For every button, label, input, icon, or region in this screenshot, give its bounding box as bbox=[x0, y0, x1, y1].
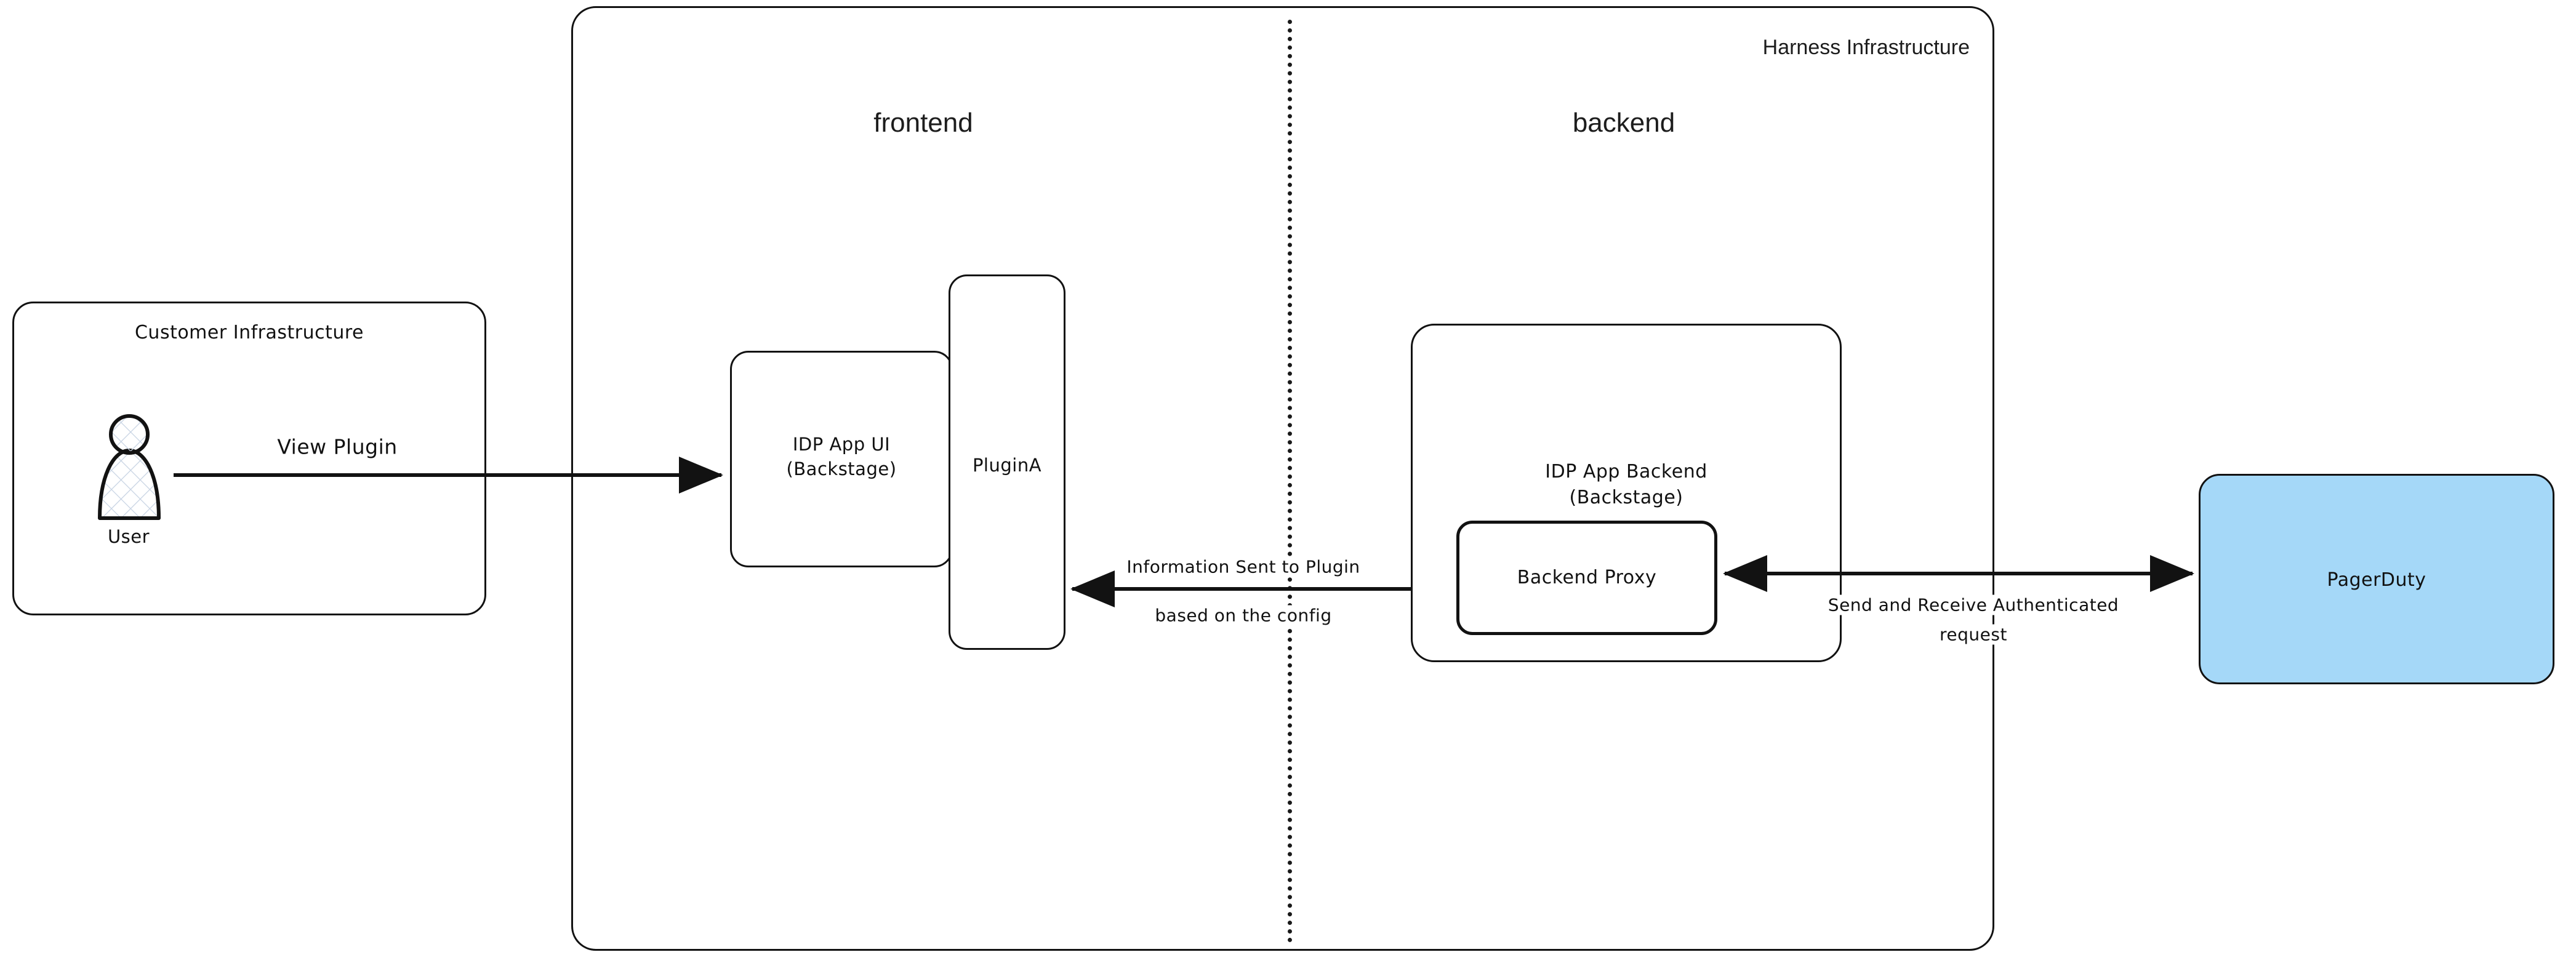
edge-label-authenticated-line2: request bbox=[1937, 624, 2010, 645]
zone-label-frontend: frontend bbox=[873, 108, 973, 138]
node-plugin-a[interactable]: PluginA bbox=[949, 274, 1065, 650]
idp-app-ui-label-line1: IDP App UI bbox=[792, 434, 891, 455]
customer-infrastructure-container[interactable]: Customer Infrastructure bbox=[12, 302, 486, 615]
node-backend-proxy[interactable]: Backend Proxy bbox=[1456, 521, 1717, 635]
node-pagerduty[interactable]: PagerDuty bbox=[2199, 474, 2554, 684]
idp-app-backend-label-line2: (Backstage) bbox=[1569, 487, 1683, 508]
zone-label-backend: backend bbox=[1572, 108, 1675, 138]
user-label: User bbox=[107, 526, 150, 547]
avatar bbox=[92, 412, 166, 523]
harness-infrastructure-label: Harness Infrastructure bbox=[1762, 36, 1970, 59]
frontend-backend-divider bbox=[1288, 20, 1292, 943]
plugin-a-label: PluginA bbox=[972, 455, 1042, 476]
customer-infrastructure-label: Customer Infrastructure bbox=[134, 322, 364, 343]
user-person-icon bbox=[98, 414, 161, 520]
edge-label-info-sent-line1: Information Sent to Plugin bbox=[1124, 556, 1363, 577]
idp-app-ui-label-line2: (Backstage) bbox=[786, 458, 897, 479]
harness-infrastructure-container[interactable] bbox=[571, 6, 1994, 951]
node-idp-app-ui[interactable]: IDP App UI (Backstage) bbox=[730, 351, 953, 567]
pagerduty-label: PagerDuty bbox=[2327, 569, 2426, 591]
idp-app-backend-label-line1: IDP App Backend bbox=[1545, 461, 1707, 482]
edge-label-view-plugin: View Plugin bbox=[275, 434, 400, 459]
edge-label-info-sent-line2: based on the config bbox=[1152, 605, 1334, 626]
backend-proxy-label: Backend Proxy bbox=[1517, 567, 1657, 588]
edge-label-authenticated-line1: Send and Receive Authenticated bbox=[1825, 594, 2122, 615]
